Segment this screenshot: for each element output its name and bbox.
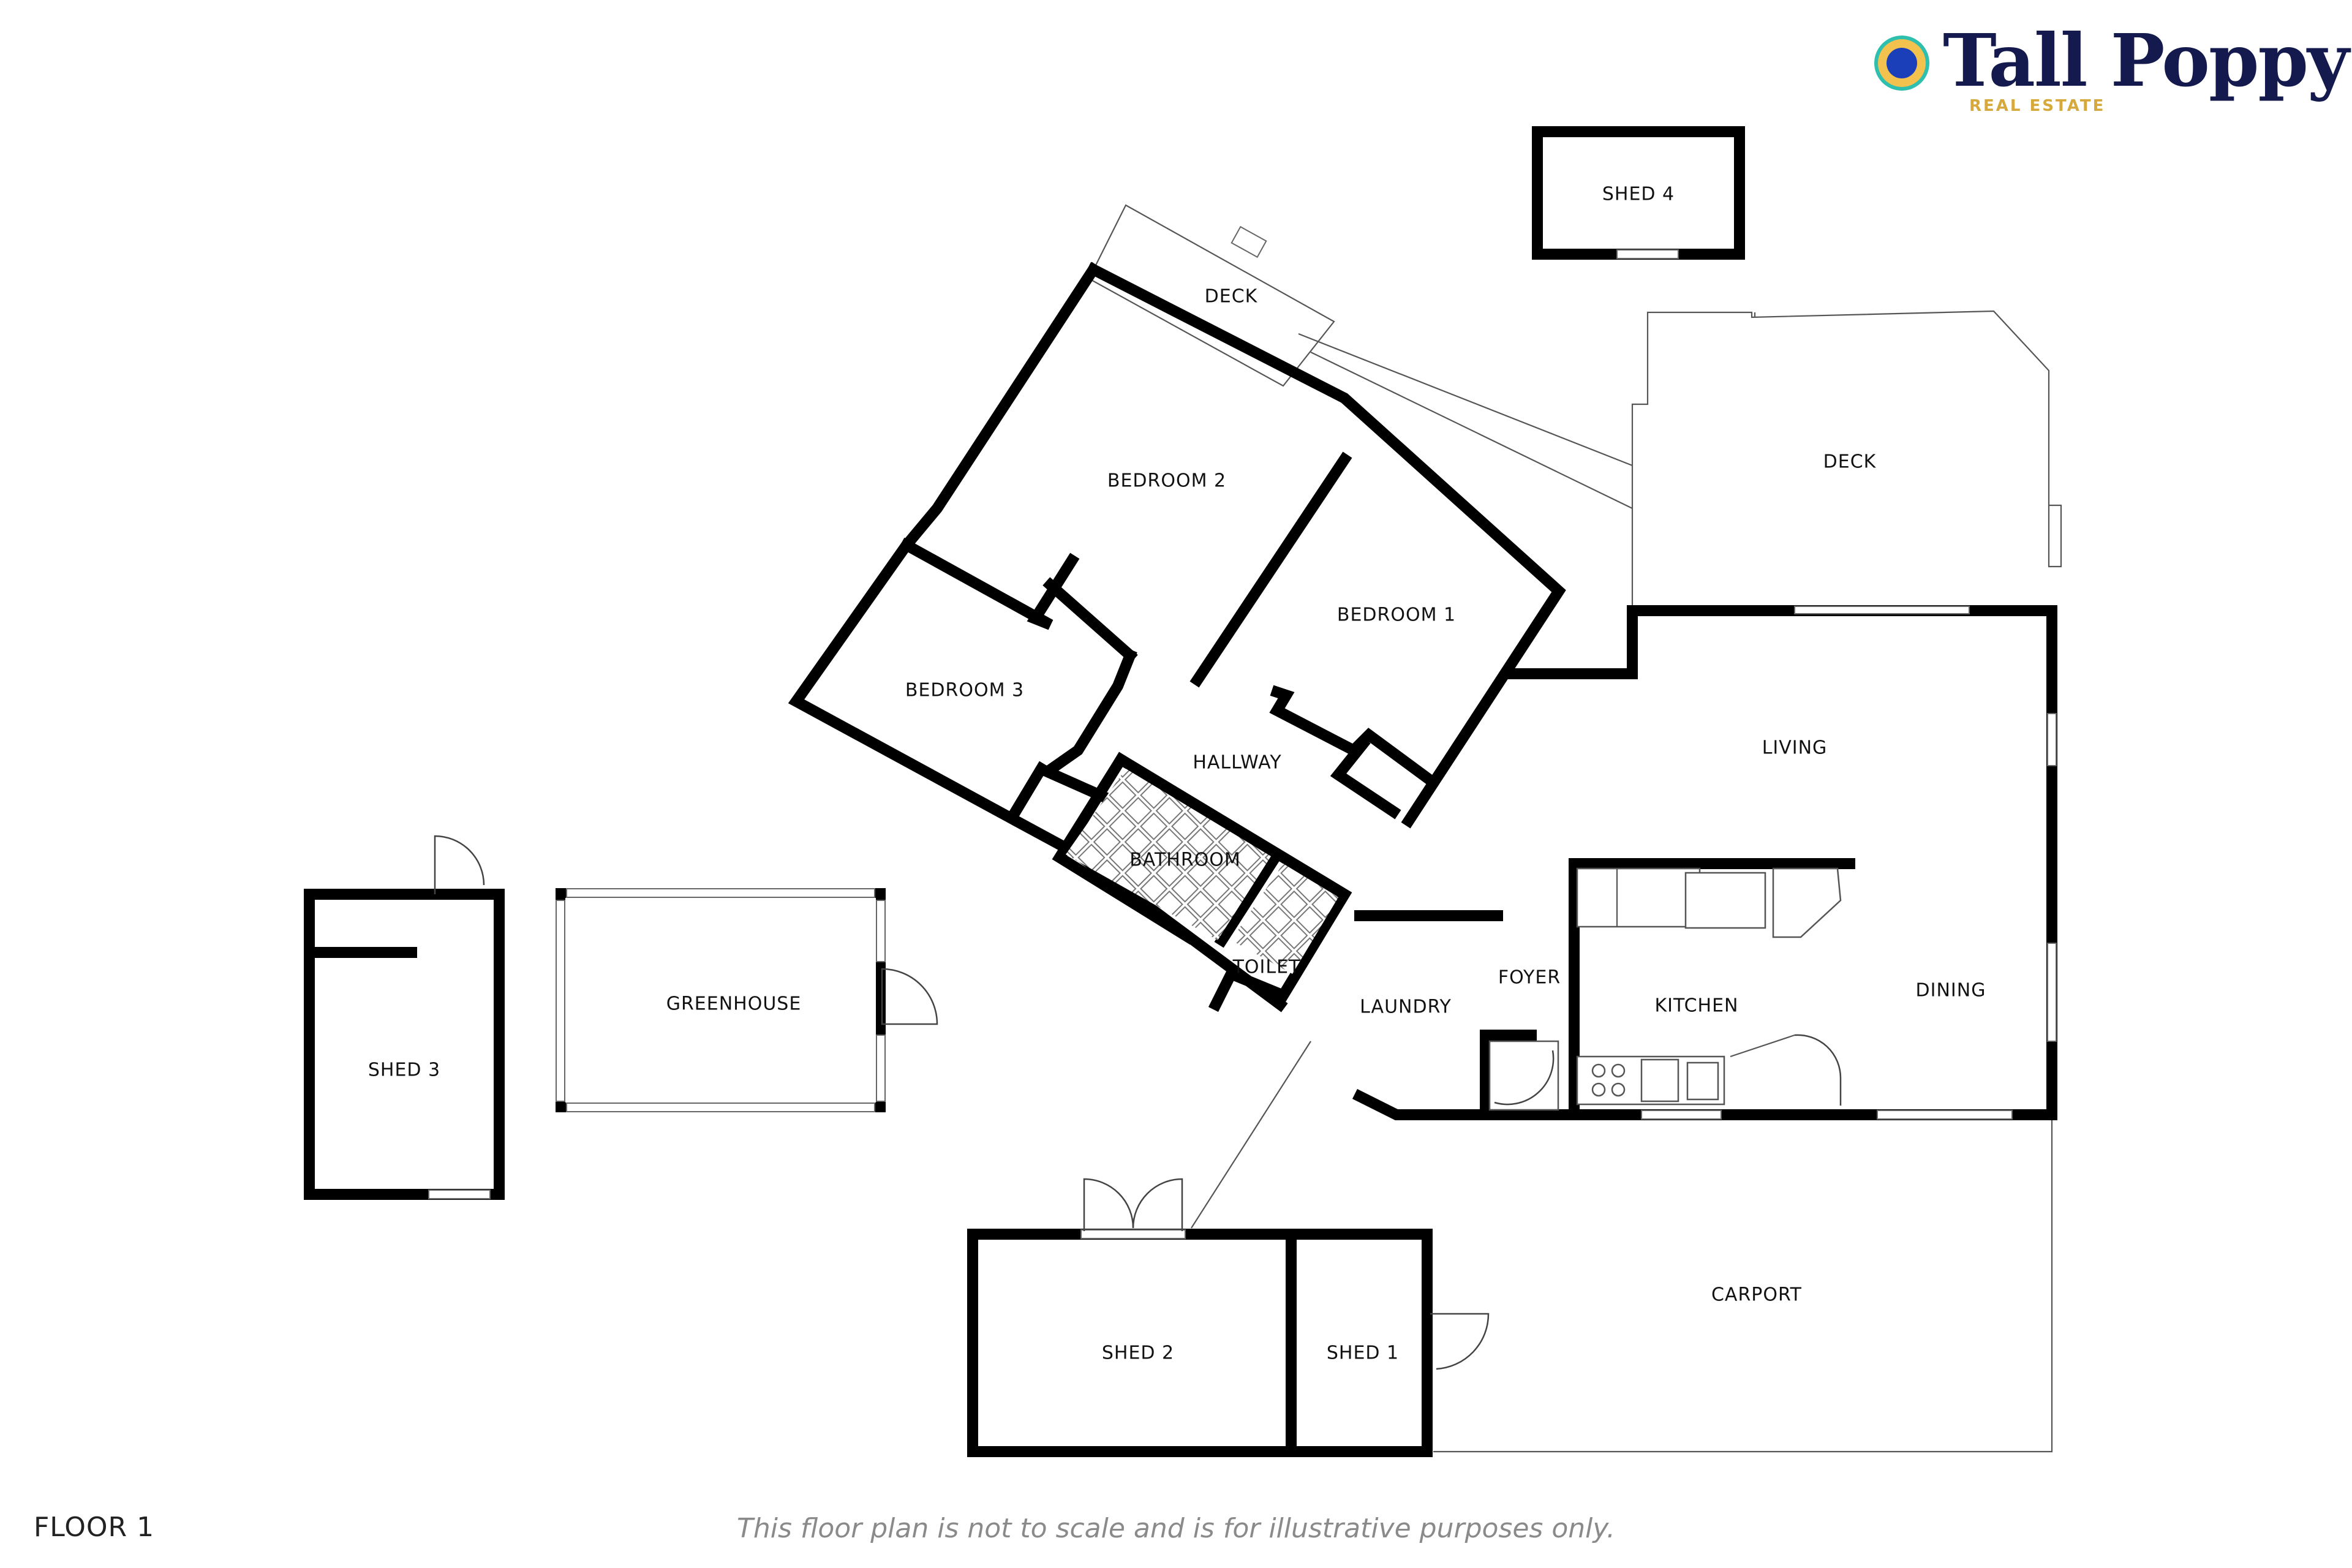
shed-3: [304, 835, 505, 1200]
bathroom-tiles: [1066, 769, 1338, 974]
label-carport: CARPORT: [1711, 1284, 1802, 1306]
logo-circle-icon: [1874, 36, 1929, 91]
label-deck-small: DECK: [1205, 286, 1258, 307]
shed-2-and-1: [967, 1041, 1490, 1457]
room-labels: SHED 4 DECK DECK BEDROOM 2 BEDROOM 1 BED…: [368, 184, 1986, 1364]
greenhouse: [556, 888, 938, 1112]
label-kitchen: KITCHEN: [1655, 995, 1739, 1017]
main-house-windows: [1641, 606, 2057, 1120]
label-foyer: FOYER: [1498, 967, 1561, 989]
shed-4: [1532, 126, 1745, 260]
label-bedroom-1: BEDROOM 1: [1337, 605, 1456, 626]
label-dining: DINING: [1916, 980, 1986, 1001]
walkway-lines: [1298, 333, 1633, 509]
floor-label: FLOOR 1: [34, 1512, 155, 1543]
label-deck-large: DECK: [1823, 451, 1877, 473]
label-greenhouse: GREENHOUSE: [666, 993, 802, 1015]
carport: [1433, 1114, 2053, 1453]
bedroom-wing: [788, 262, 1566, 1012]
label-bathroom: BATHROOM: [1129, 850, 1241, 871]
label-shed-1: SHED 1: [1327, 1343, 1399, 1364]
label-shed-4: SHED 4: [1602, 184, 1675, 205]
brand-tagline: REAL ESTATE: [1969, 97, 2106, 115]
brand-logo: Tall Poppy REAL ESTATE: [1874, 24, 2350, 123]
label-shed-3: SHED 3: [368, 1060, 440, 1081]
label-bedroom-3: BEDROOM 3: [905, 680, 1024, 701]
label-laundry: LAUNDRY: [1360, 997, 1452, 1018]
label-living: LIVING: [1762, 737, 1828, 759]
main-house-walls: [1352, 605, 2057, 1120]
disclaimer: This floor plan is not to scale and is f…: [737, 1513, 1615, 1544]
kitchen-fixtures: [1576, 867, 1842, 1106]
brand-name: Tall Poppy: [1943, 18, 2350, 103]
label-toilet: TOILET: [1232, 957, 1301, 978]
label-hallway: HALLWAY: [1193, 752, 1281, 774]
foyer-closet: [1488, 1040, 1559, 1111]
label-bedroom-2: BEDROOM 2: [1107, 470, 1226, 492]
label-shed-2: SHED 2: [1102, 1343, 1174, 1364]
deck-small: [1088, 204, 1335, 387]
deck-large: [1631, 310, 2062, 606]
